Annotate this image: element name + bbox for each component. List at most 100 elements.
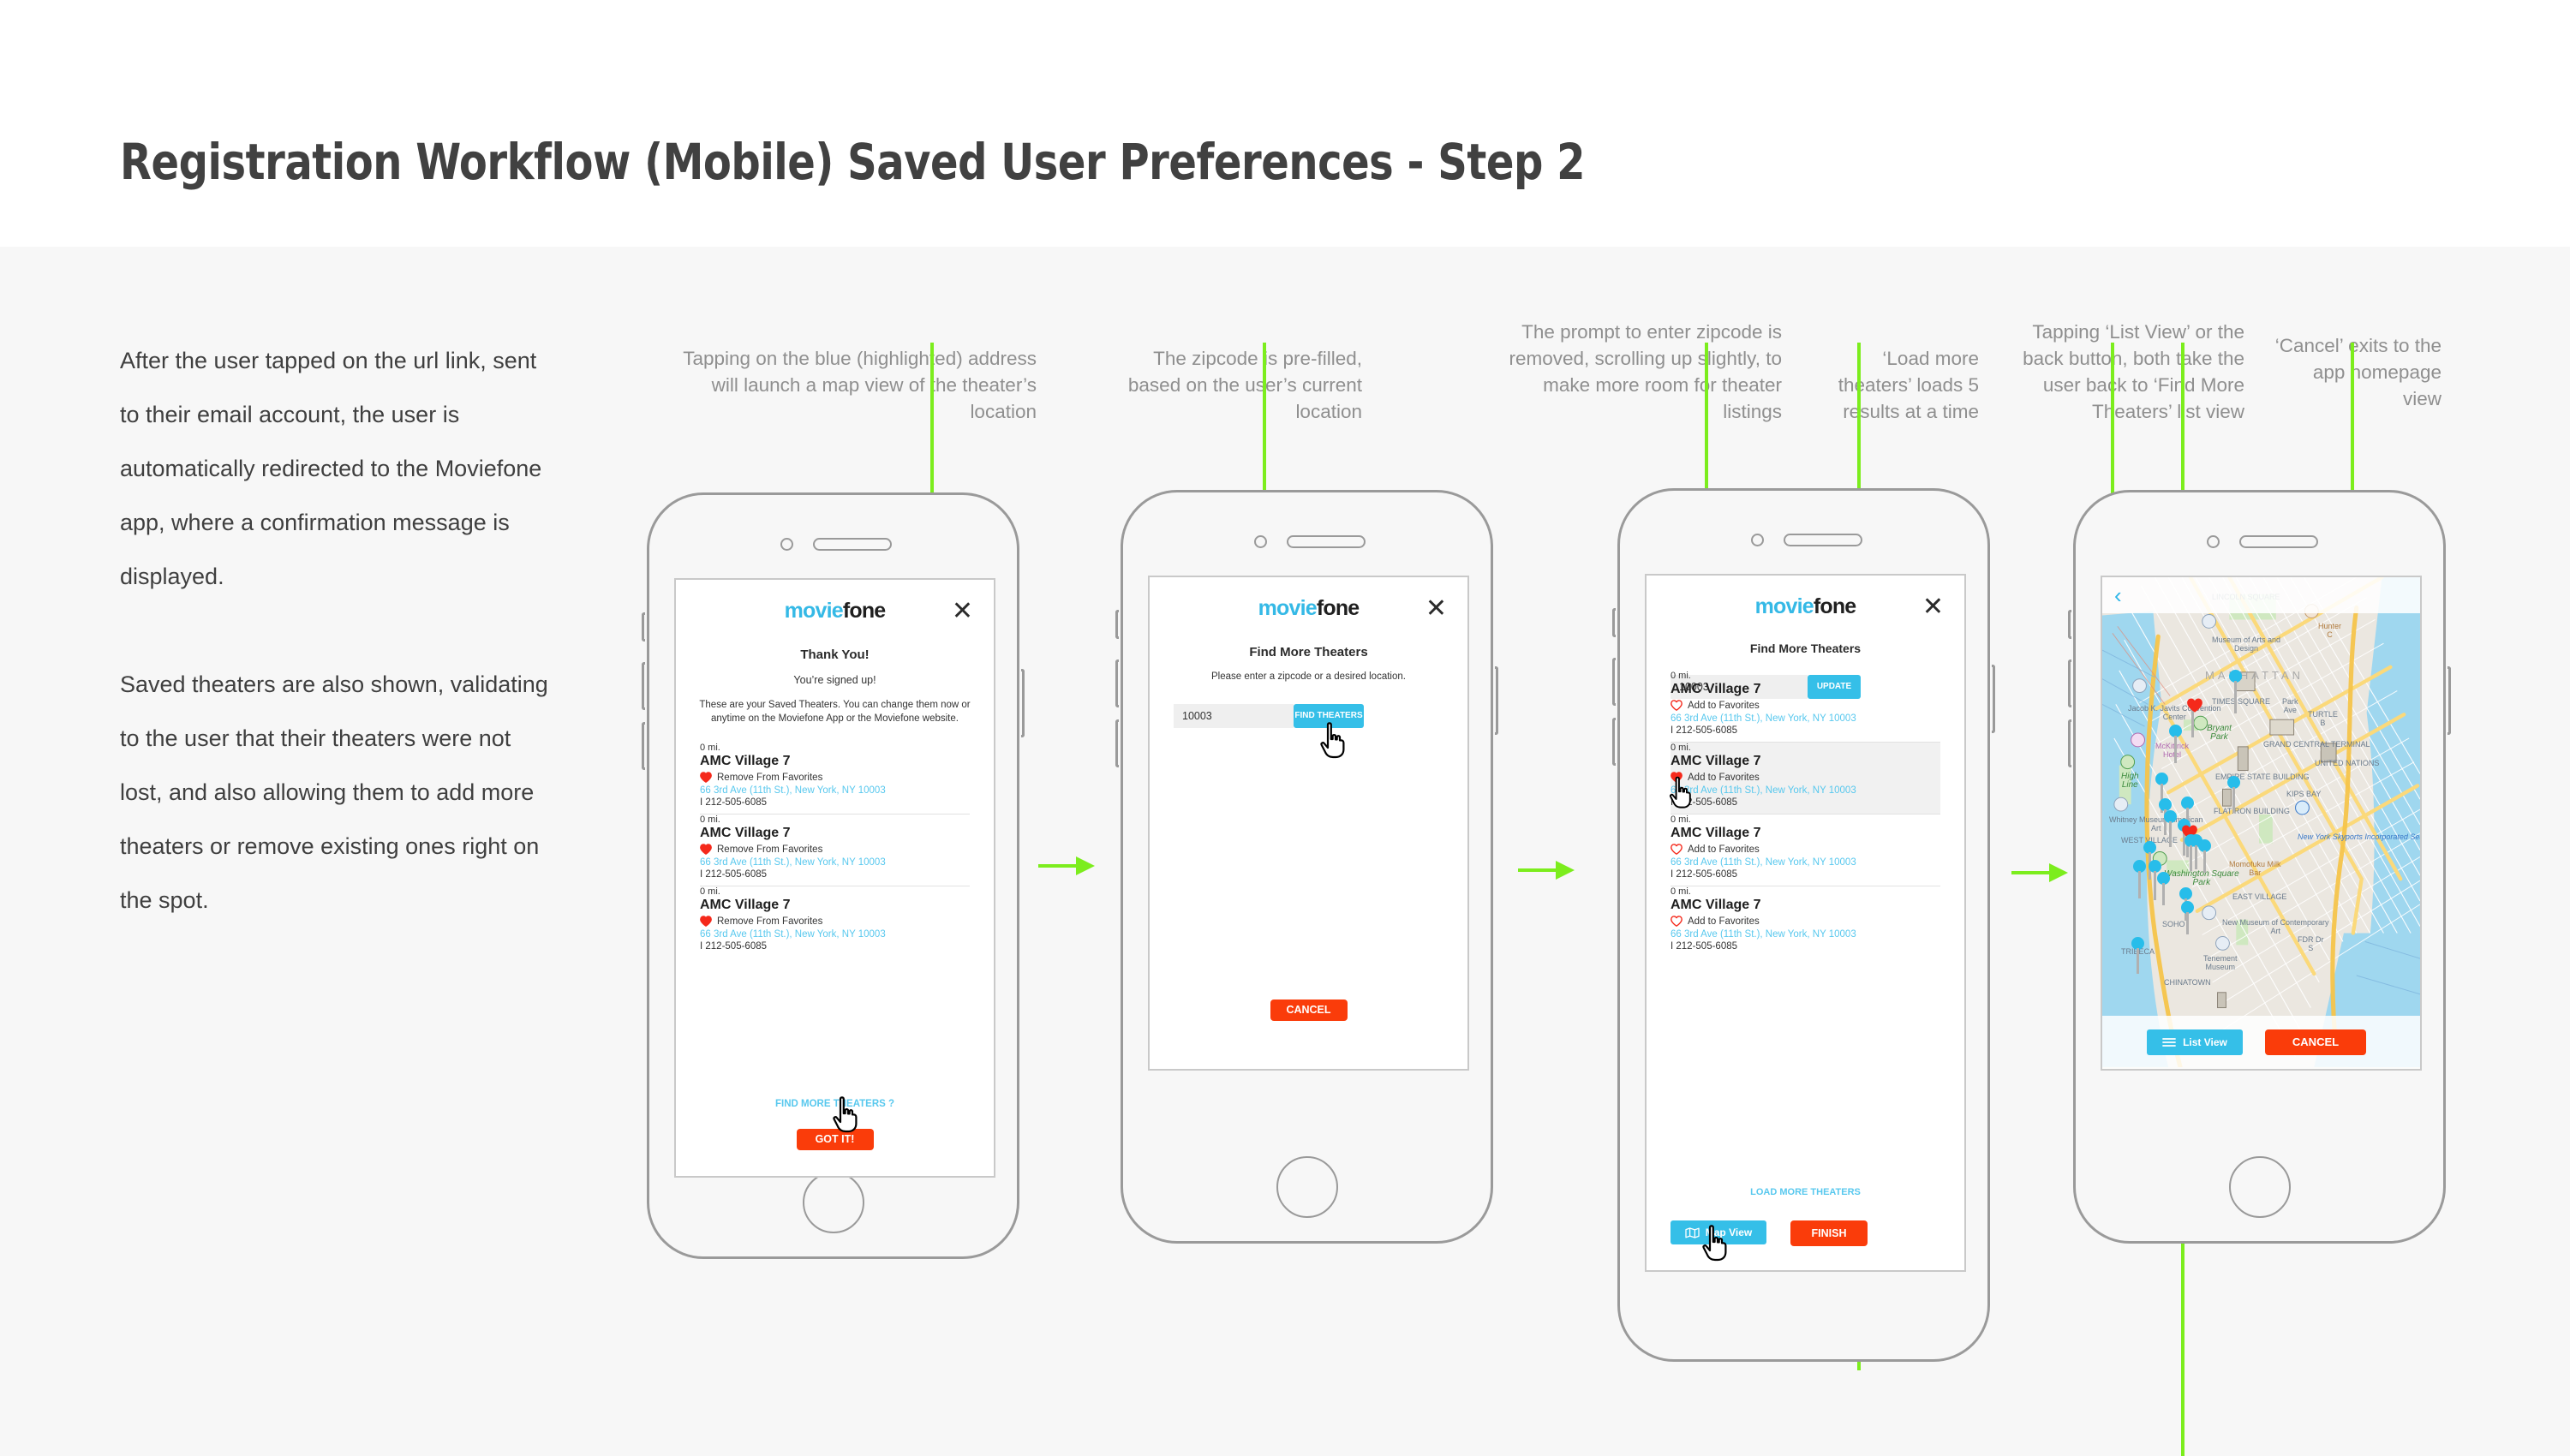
close-icon[interactable]: ✕ — [1425, 594, 1447, 623]
got-it-button[interactable]: GOT IT! — [796, 1129, 874, 1150]
phone-speaker — [1783, 534, 1862, 546]
update-button[interactable]: UPDATE — [1808, 675, 1861, 699]
phone-device-1: moviefone ✕ Thank You! You’re signed up!… — [642, 492, 1025, 1259]
phone-home-button[interactable] — [1276, 1156, 1338, 1218]
phone-speaker — [1286, 535, 1366, 548]
flow-arrow-3 — [2011, 863, 2070, 882]
theater-address-link[interactable]: 66 3rd Ave (11th St.), New York, NY 1000… — [700, 785, 886, 796]
map-pin-theater[interactable] — [2155, 773, 2168, 813]
theater-distance: 0 mi. — [1670, 815, 1691, 825]
map-pin-theater[interactable] — [2198, 839, 2211, 873]
screen-map-view: LINCOLN SQUAREMuseum of Arts andDesignHu… — [2101, 576, 2422, 1071]
map-pin-favorite[interactable] — [2186, 697, 2203, 737]
list-view-button[interactable]: List View — [2147, 1029, 2243, 1055]
theater-address-link[interactable]: 66 3rd Ave (11th St.), New York, NY 1000… — [1670, 785, 1856, 796]
cancel-button[interactable]: CANCEL — [1270, 1000, 1348, 1021]
map-pin-theater[interactable] — [2227, 776, 2240, 813]
map-pin-theater[interactable] — [2157, 872, 2170, 905]
zipcode-input[interactable]: 10003 — [1670, 675, 1808, 699]
map-pin-theater[interactable] — [2149, 860, 2161, 900]
logo-fone-text: fone — [1316, 596, 1360, 620]
map-label: EMPIRE STATE BUILDING — [2215, 773, 2310, 781]
thank-you-heading: Thank You! — [800, 647, 870, 662]
map-pin-theater[interactable] — [2169, 725, 2182, 763]
theater-address-link[interactable]: 66 3rd Ave (11th St.), New York, NY 1000… — [700, 929, 886, 940]
zipcode-input[interactable]: 10003 — [1174, 704, 1294, 728]
map-pin-theater[interactable] — [2159, 798, 2172, 835]
theater-name: AMC Village 7 — [700, 826, 791, 840]
phone-home-button[interactable] — [802, 1172, 864, 1233]
back-icon[interactable]: ‹ — [2114, 582, 2122, 608]
phone-camera-icon — [1253, 535, 1267, 548]
phone-device-2: moviefone ✕ Find More Theaters Please en… — [1115, 490, 1498, 1244]
favorite-toggle[interactable]: Remove From Favorites — [700, 916, 970, 927]
logo-fone-text: fone — [1813, 594, 1856, 618]
favorite-label: Add to Favorites — [1688, 772, 1760, 783]
favorite-toggle[interactable]: Add to Favorites — [1670, 916, 1940, 927]
heart-icon[interactable] — [1670, 772, 1682, 783]
flow-arrow-2 — [1518, 861, 1576, 880]
load-more-theaters-link[interactable]: LOAD MORE THEATERS — [1750, 1187, 1861, 1197]
theater-phone: I 212-505-6085 — [1670, 941, 1738, 952]
theater-name: AMC Village 7 — [700, 898, 791, 912]
theater-address-link[interactable]: 66 3rd Ave (11th St.), New York, NY 1000… — [1670, 929, 1856, 940]
cancel-button[interactable]: CANCEL — [2265, 1029, 2366, 1055]
favorite-toggle[interactable]: Remove From Favorites — [700, 772, 970, 783]
favorite-label: Add to Favorites — [1688, 700, 1760, 711]
map-label: EAST VILLAGE — [2232, 892, 2287, 901]
map-pin-theater[interactable] — [2179, 887, 2192, 921]
logo-movie-text: movie — [1754, 594, 1814, 618]
finish-button[interactable]: FINISH — [1790, 1220, 1868, 1246]
map-view-button[interactable]: Map View — [1670, 1220, 1766, 1244]
phone-home-button[interactable] — [2228, 1156, 2291, 1218]
close-icon[interactable]: ✕ — [1922, 593, 1944, 621]
map-pin-theater[interactable] — [2229, 670, 2242, 713]
favorite-label: Add to Favorites — [1688, 844, 1760, 855]
heart-icon[interactable] — [700, 772, 712, 783]
phone-camera-icon — [1750, 534, 1764, 546]
map-pin-theater[interactable] — [2181, 797, 2194, 837]
theater-phone: I 212-505-6085 — [1670, 797, 1738, 808]
theater-address-link[interactable]: 66 3rd Ave (11th St.), New York, NY 1000… — [1670, 713, 1856, 724]
theater-address-link[interactable]: 66 3rd Ave (11th St.), New York, NY 1000… — [1670, 857, 1856, 868]
heart-icon[interactable] — [700, 844, 712, 855]
find-more-theaters-link[interactable]: FIND MORE THEATERS ? — [774, 1099, 895, 1109]
find-more-theaters-heading: Find More Theaters — [1249, 645, 1368, 659]
favorite-toggle[interactable]: Remove From Favorites — [700, 844, 970, 855]
map-pin-theater[interactable] — [2133, 860, 2146, 898]
theater-name: AMC Village 7 — [1670, 754, 1761, 768]
logo-movie-text: movie — [1258, 596, 1318, 620]
phone-speaker — [2238, 535, 2318, 548]
heart-icon[interactable] — [1670, 700, 1682, 711]
theater-address-link[interactable]: 66 3rd Ave (11th St.), New York, NY 1000… — [700, 857, 886, 868]
map-pin-theater[interactable] — [2131, 937, 2144, 974]
favorite-toggle[interactable]: Add to Favorites — [1670, 844, 1940, 855]
favorite-toggle[interactable]: Add to Favorites — [1670, 772, 1940, 783]
map-label: New York Skyports Incorporated Seaplane … — [2298, 832, 2420, 841]
close-icon[interactable]: ✕ — [951, 597, 973, 625]
find-theaters-button[interactable]: FIND THEATERS — [1294, 704, 1364, 728]
map-pin-theater[interactable] — [2164, 810, 2177, 847]
moviefone-logo: moviefone — [1647, 594, 1964, 619]
screen-theater-results: moviefone ✕ Find More Theaters 10003 UPD… — [1645, 574, 1966, 1272]
heart-icon[interactable] — [700, 916, 712, 927]
map-canvas[interactable]: LINCOLN SQUAREMuseum of Arts andDesignHu… — [2102, 577, 2420, 1069]
heart-icon[interactable] — [1670, 916, 1682, 927]
heart-icon[interactable] — [1670, 844, 1682, 855]
map-pin-theater[interactable] — [2143, 841, 2156, 880]
map-pin-theater[interactable] — [2181, 901, 2194, 934]
favorite-toggle[interactable]: Add to Favorites — [1670, 700, 1940, 711]
